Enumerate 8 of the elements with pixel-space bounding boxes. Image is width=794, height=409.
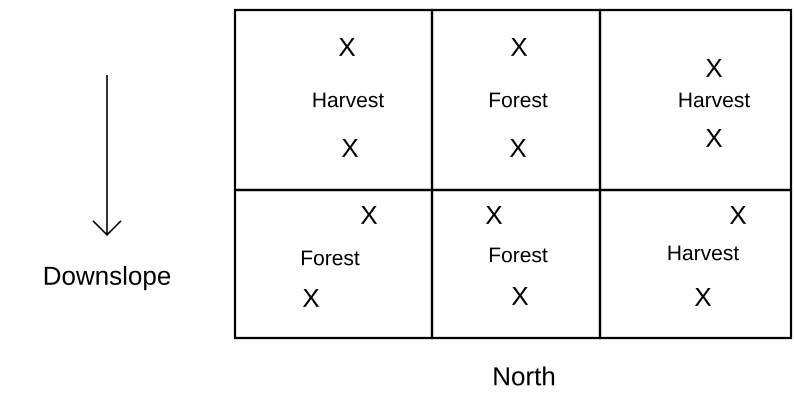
grid-cell: X Harvest X [234,8,434,192]
axis-label: North [494,366,554,386]
grid-cell: X Harvest X [598,188,792,340]
grid-cell: X Forest X [430,8,602,192]
grid-cell: X Harvest X [598,8,792,192]
axis-label: Downslope [44,266,170,290]
grid-cell: X Forest X [234,188,434,340]
grid-cell: X Forest X [430,188,602,340]
